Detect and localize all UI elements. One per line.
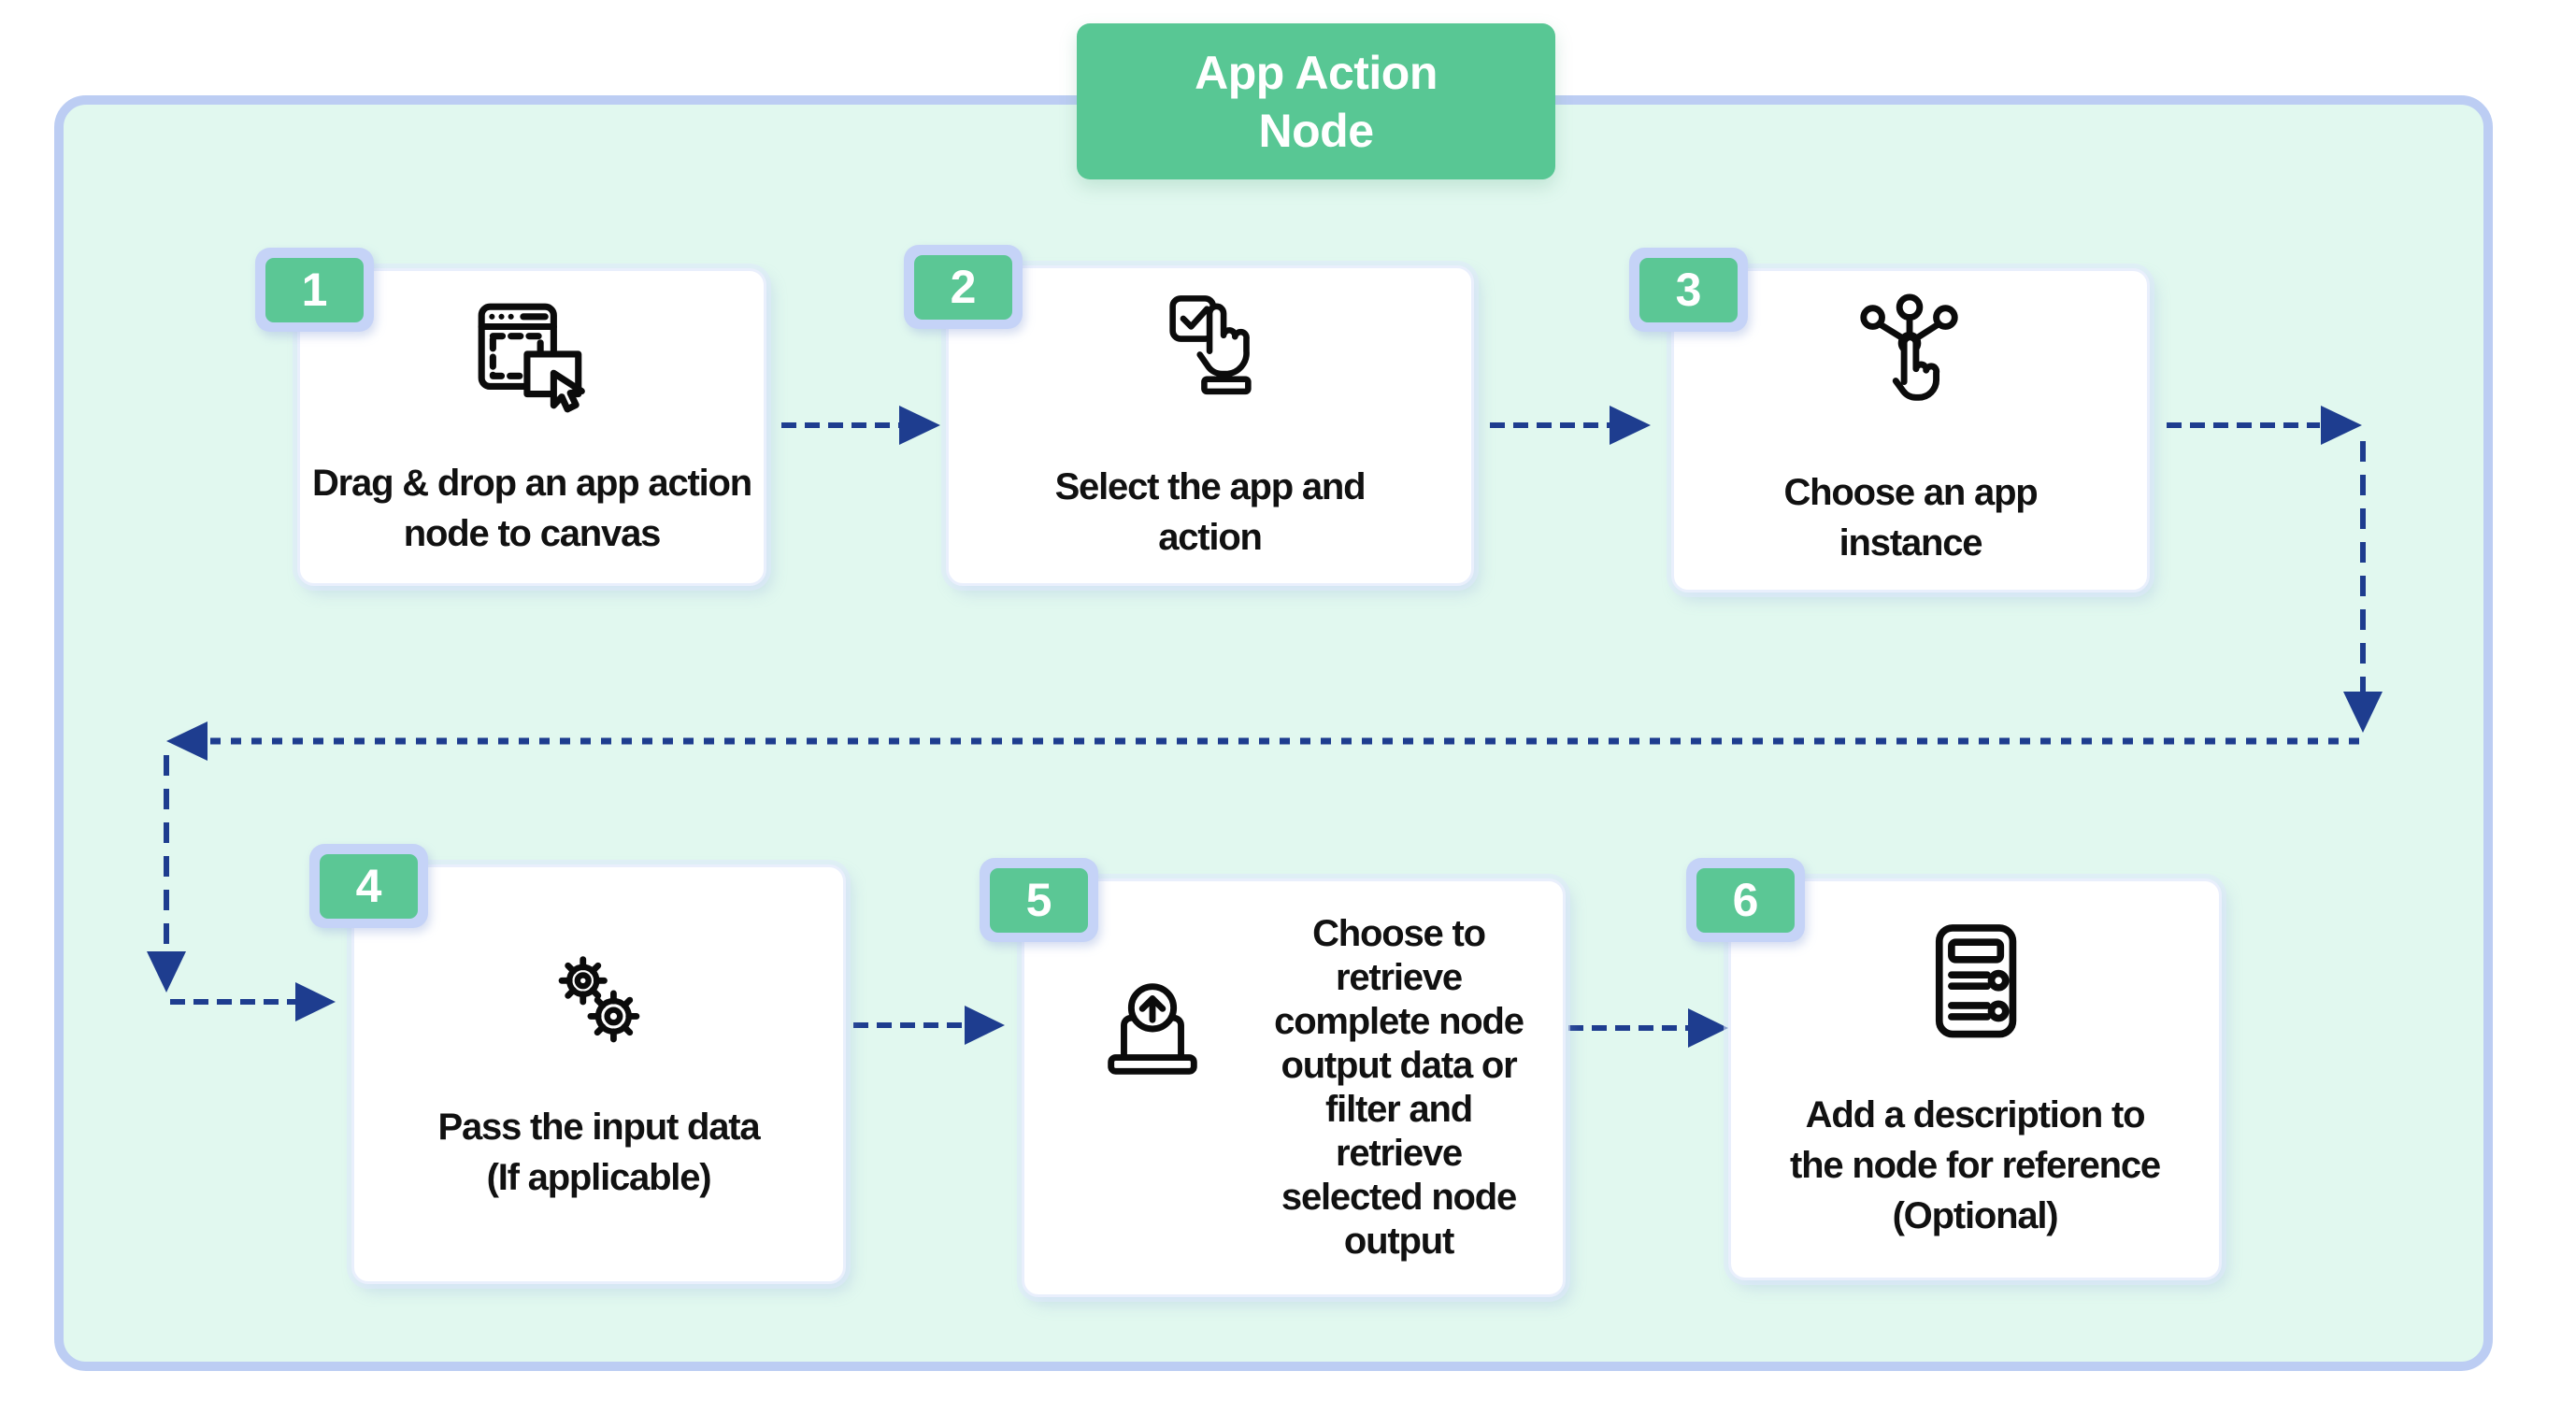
diagram-title-badge: App Action Node	[1077, 23, 1555, 179]
upload-output-icon	[1047, 969, 1257, 1089]
step-badge-2: 2	[904, 245, 1023, 329]
description-list-icon	[1909, 918, 2041, 1050]
arrowhead	[1610, 406, 1651, 445]
arrowhead	[147, 951, 186, 992]
step-card-4: 4	[309, 844, 846, 1284]
step-badge-6: 6	[1686, 858, 1805, 942]
step-badge-3-inner: 3	[1639, 257, 1738, 322]
step-label-5: Choose to retrieve complete node output …	[1274, 913, 1524, 1262]
arrowhead	[166, 721, 208, 761]
step-badge-4-inner: 4	[320, 853, 418, 919]
step-badge-2-inner: 2	[914, 254, 1012, 320]
step-card-6: 6 Add a description to the node for refe…	[1686, 858, 2222, 1280]
arrowhead	[2343, 692, 2383, 733]
step-badge-4: 4	[309, 844, 428, 928]
step-label-2: Select the app and action	[1054, 465, 1367, 558]
step-label-1: Drag & drop an app action node to canvas	[311, 463, 752, 554]
step-badge-6-inner: 6	[1696, 867, 1795, 933]
step-number-5: 5	[1025, 874, 1052, 926]
gears-icon	[544, 947, 654, 1057]
step-number-2: 2	[950, 261, 977, 313]
select-checkbox-icon	[1153, 290, 1267, 404]
step-number-1: 1	[301, 264, 328, 316]
step-number-6: 6	[1732, 874, 1759, 926]
diagram-title: App Action Node	[1195, 46, 1438, 157]
step-badge-3: 3	[1629, 248, 1748, 332]
step-card-5: 5 Choose to retrieve complete node outpu…	[980, 858, 1566, 1297]
step-label-3: Choose an app instance	[1783, 471, 2038, 564]
arrowhead	[295, 982, 336, 1021]
step-card-1: 1 Drag & drop an app action node to canv…	[255, 248, 766, 586]
step-number-4: 4	[355, 860, 382, 912]
arrowhead	[2321, 406, 2362, 445]
step-label-6: Add a description to the node for refere…	[1790, 1094, 2161, 1236]
step-number-3: 3	[1675, 264, 1702, 316]
arrowhead	[965, 1006, 1005, 1045]
step-badge-1-inner: 1	[265, 257, 364, 322]
step-card-2: 2 Select the app and action	[904, 245, 1474, 586]
step-badge-1: 1	[255, 248, 374, 332]
arrowhead	[1688, 1008, 1728, 1048]
arrowhead	[899, 406, 940, 445]
step-label-4: Pass the input data (If applicable)	[437, 1106, 761, 1198]
step-card-3: 3 Choose an app instance	[1629, 248, 2150, 593]
step-badge-5-inner: 5	[990, 867, 1088, 933]
step-badge-5: 5	[980, 858, 1098, 942]
drag-drop-icon	[470, 295, 594, 419]
choose-instance-icon	[1851, 293, 1970, 413]
